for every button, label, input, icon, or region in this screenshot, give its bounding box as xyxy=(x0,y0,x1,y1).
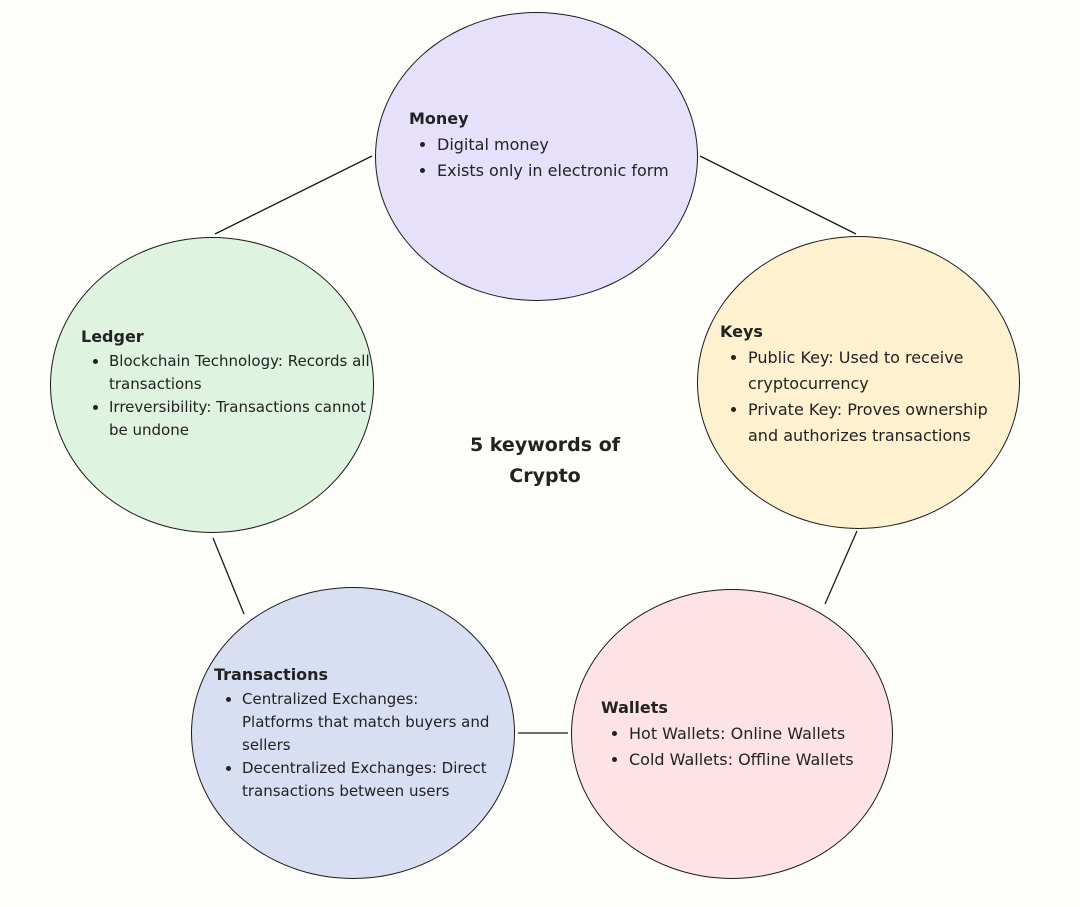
node-keys-circle xyxy=(697,236,1020,529)
node-wallets-item: Cold Wallets: Offline Wallets xyxy=(629,747,891,773)
connector-transactions-ledger xyxy=(212,537,245,615)
connector-ledger-money xyxy=(214,155,373,235)
node-keys-list: Public Key: Used to receive cryptocurren… xyxy=(720,345,1018,449)
node-wallets-item: Hot Wallets: Online Wallets xyxy=(629,721,891,747)
node-wallets-list: Hot Wallets: Online Wallets Cold Wallets… xyxy=(601,721,891,773)
connector-keys-wallets xyxy=(824,530,858,605)
node-keys-content: Keys Public Key: Used to receive cryptoc… xyxy=(720,319,1020,449)
node-transactions-item: Centralized Exchanges: Platforms that ma… xyxy=(242,688,492,757)
node-ledger-item: Blockchain Technology: Records all trans… xyxy=(109,350,371,396)
node-ledger-list: Blockchain Technology: Records all trans… xyxy=(81,350,371,442)
node-keys-title: Keys xyxy=(720,322,763,341)
node-money-list: Digital money Exists only in electronic … xyxy=(409,132,699,184)
node-money-item: Exists only in electronic form xyxy=(437,158,699,184)
node-keys-item: Private Key: Proves ownership and author… xyxy=(748,397,1018,449)
node-keys-item: Public Key: Used to receive cryptocurren… xyxy=(748,345,1018,397)
node-ledger-content: Ledger Blockchain Technology: Records al… xyxy=(81,324,371,442)
node-ledger-item: Irreversibility: Transactions cannot be … xyxy=(109,396,371,442)
center-title-line-1: 5 keywords of xyxy=(469,434,621,456)
center-title: 5 keywords of Crypto xyxy=(445,430,645,492)
node-money-content: Money Digital money Exists only in elect… xyxy=(409,106,699,184)
connector-money-keys xyxy=(699,155,857,235)
node-ledger-circle xyxy=(50,237,374,533)
node-money-item: Digital money xyxy=(437,132,699,158)
node-ledger-title: Ledger xyxy=(81,327,144,346)
center-title-line-2: Crypto xyxy=(509,465,581,487)
node-transactions-item: Decentralized Exchanges: Direct transact… xyxy=(242,757,492,803)
node-wallets-content: Wallets Hot Wallets: Online Wallets Cold… xyxy=(601,695,891,773)
node-transactions-circle xyxy=(191,587,515,879)
node-wallets-title: Wallets xyxy=(601,698,668,717)
node-transactions-list: Centralized Exchanges: Platforms that ma… xyxy=(214,688,492,803)
node-money-title: Money xyxy=(409,109,469,128)
node-transactions-content: Transactions Centralized Exchanges: Plat… xyxy=(214,662,504,803)
node-money-circle xyxy=(375,12,698,301)
node-wallets-circle xyxy=(571,589,893,879)
node-transactions-title: Transactions xyxy=(214,665,329,684)
